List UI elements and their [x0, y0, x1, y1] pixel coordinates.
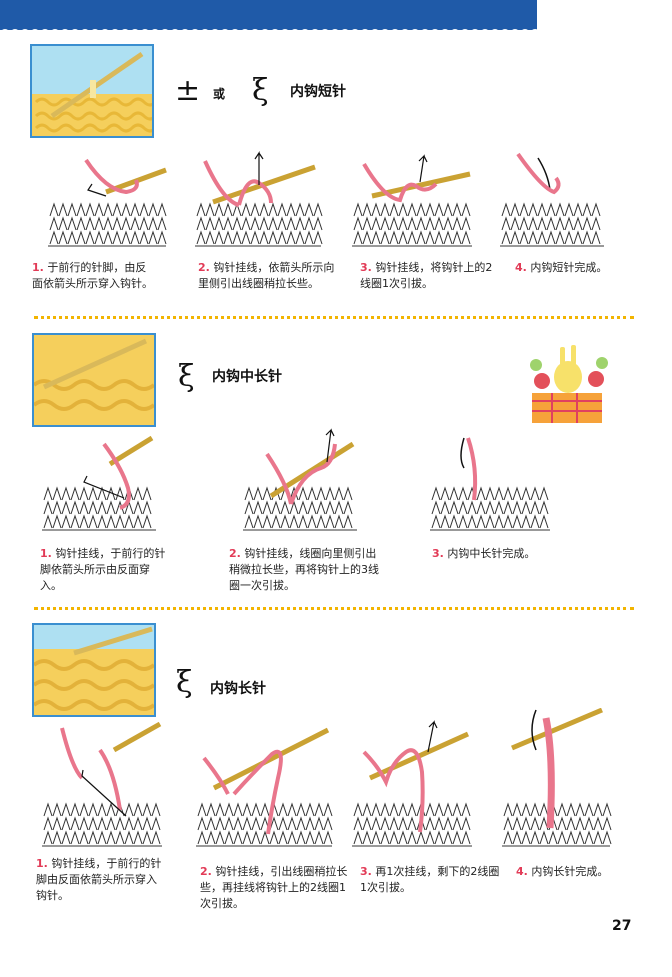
- diagram-3-3: [352, 720, 472, 847]
- header-scallop-edge: [0, 24, 537, 38]
- step-2-1: 1. 钩针挂线，于前行的针脚依箭头所示由反面穿入。: [40, 547, 166, 592]
- diagram-3-4: [502, 708, 612, 847]
- section-title-1: 内钩短针: [290, 84, 346, 100]
- dotted-divider-2: [34, 607, 634, 610]
- diagram-2-1: [42, 435, 156, 531]
- step-1-1: 1. 于前行的针脚，由反面依箭头所示穿入钩针。: [32, 261, 153, 290]
- step-3-3: 3. 再1次挂线，剩下的2线圈1次引拔。: [360, 865, 500, 894]
- diagram-2-2: [243, 428, 357, 531]
- sample-photo-1: [30, 44, 154, 138]
- or-connector: 或: [213, 87, 226, 101]
- step-3-4: 4. 内钩长针完成。: [516, 865, 609, 878]
- symbol-inner-single: ±: [175, 73, 201, 108]
- diagram-2-3: [430, 437, 550, 531]
- diagram-1-4: [500, 152, 604, 247]
- dotted-divider-1: [34, 316, 634, 319]
- section-title-3: 内钩长针: [210, 681, 266, 697]
- symbol-inner-double: ξ: [176, 665, 193, 700]
- diagram-1-2: [195, 151, 323, 247]
- diagram-1-3: [352, 154, 472, 247]
- symbol-inner-single-alt: ξ: [252, 73, 269, 108]
- diagram-3-1: [42, 721, 162, 847]
- section-title-2: 内钩中长针: [212, 369, 282, 385]
- sample-photo-2: [32, 333, 156, 427]
- symbol-inner-half-double: ξ: [178, 359, 195, 394]
- step-2-2: 2. 钩针挂线，线圈向里侧引出稍微拉长些，再将钩针上的3线圈一次引拔。: [229, 547, 379, 592]
- step-1-2: 2. 钩针挂线，依箭头所示向里侧引出线圈稍拉长些。: [198, 261, 335, 290]
- sample-photo-3: [32, 623, 156, 717]
- step-1-3: 3. 钩针挂线，将钩针上的2线圈1次引拔。: [360, 261, 493, 290]
- rabbit-illustration: [530, 345, 608, 423]
- diagram-1-1: [48, 158, 167, 247]
- diagram-3-2: [196, 727, 333, 847]
- step-3-2: 2. 钩针挂线，引出线圈稍拉长些，再挂线将钩针上的2线圈1次引拔。: [200, 865, 348, 910]
- page-number: 27: [612, 918, 632, 934]
- step-1-4: 4. 内钩短针完成。: [515, 261, 608, 274]
- step-2-3: 3. 内钩中长针完成。: [432, 547, 536, 560]
- step-3-1: 1. 钩针挂线，于前行的针脚由反面依箭头所示穿入钩针。: [36, 857, 162, 902]
